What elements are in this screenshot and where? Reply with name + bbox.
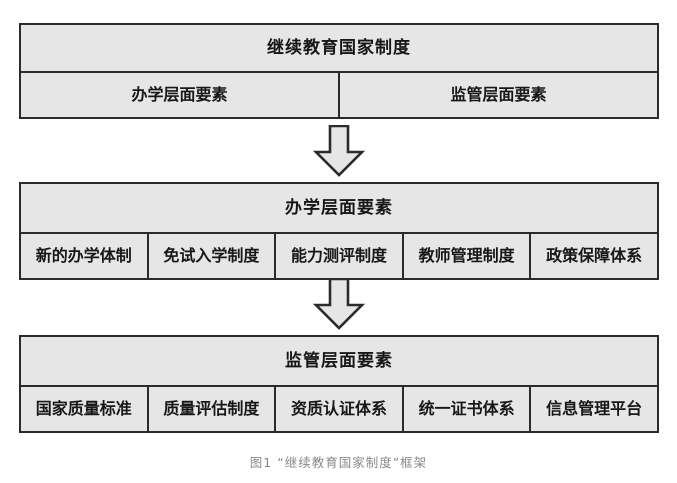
figure-caption: 图1 “继续教育国家制度”框架 xyxy=(249,455,428,470)
cell-quality-evaluation-system: 质量评估制度 xyxy=(148,387,277,431)
block-supervision-level-header-label: 监管层面要素 xyxy=(285,350,393,371)
down-block-arrow-icon xyxy=(312,277,366,330)
cell-label: 信息管理平台 xyxy=(546,399,643,418)
cell-new-school-running-system: 新的办学体制 xyxy=(21,234,149,278)
cell-supervision-level-label: 监管层面要素 xyxy=(450,85,547,104)
cell-label: 免试入学制度 xyxy=(163,246,260,265)
cell-label: 教师管理制度 xyxy=(418,246,515,265)
cell-policy-guarantee-system: 政策保障体系 xyxy=(531,234,657,278)
cell-exam-free-admission-system: 免试入学制度 xyxy=(148,234,277,278)
cell-label: 政策保障体系 xyxy=(546,246,643,265)
cell-teacher-management-system: 教师管理制度 xyxy=(403,234,532,278)
cell-supervision-level: 监管层面要素 xyxy=(340,73,657,117)
cell-label: 国家质量标准 xyxy=(35,399,132,418)
block-supervision-level-header: 监管层面要素 xyxy=(21,337,657,387)
cell-label: 新的办学体制 xyxy=(35,246,132,265)
block-school-running-level: 办学层面要素 新的办学体制 免试入学制度 能力测评制度 教师管理制度 政策保障体… xyxy=(19,182,659,280)
cell-label: 质量评估制度 xyxy=(163,399,260,418)
block-school-running-level-header: 办学层面要素 xyxy=(21,184,657,234)
cell-label: 统一证书体系 xyxy=(418,399,515,418)
block-school-running-level-row: 新的办学体制 免试入学制度 能力测评制度 教师管理制度 政策保障体系 xyxy=(21,234,657,278)
block-national-system-header: 继续教育国家制度 xyxy=(21,25,657,73)
block-supervision-level: 监管层面要素 国家质量标准 质量评估制度 资质认证体系 统一证书体系 信息管理平… xyxy=(19,335,659,433)
block-supervision-level-row: 国家质量标准 质量评估制度 资质认证体系 统一证书体系 信息管理平台 xyxy=(21,387,657,431)
block-national-system-row: 办学层面要素 监管层面要素 xyxy=(21,73,657,117)
cell-school-running-level-label: 办学层面要素 xyxy=(131,85,228,104)
cell-label: 能力测评制度 xyxy=(290,246,387,265)
cell-national-quality-standard: 国家质量标准 xyxy=(21,387,149,431)
block-national-system-header-label: 继续教育国家制度 xyxy=(267,37,411,58)
cell-information-management-platform: 信息管理平台 xyxy=(531,387,657,431)
block-school-running-level-header-label: 办学层面要素 xyxy=(285,197,393,218)
cell-qualification-certification-system: 资质认证体系 xyxy=(276,387,404,431)
down-block-arrow-icon xyxy=(312,124,366,177)
block-national-system: 继续教育国家制度 办学层面要素 监管层面要素 xyxy=(19,23,659,119)
cell-school-running-level: 办学层面要素 xyxy=(21,73,340,117)
cell-unified-certificate-system: 统一证书体系 xyxy=(403,387,532,431)
cell-label: 资质认证体系 xyxy=(290,399,387,418)
cell-competency-assessment-system: 能力测评制度 xyxy=(276,234,404,278)
